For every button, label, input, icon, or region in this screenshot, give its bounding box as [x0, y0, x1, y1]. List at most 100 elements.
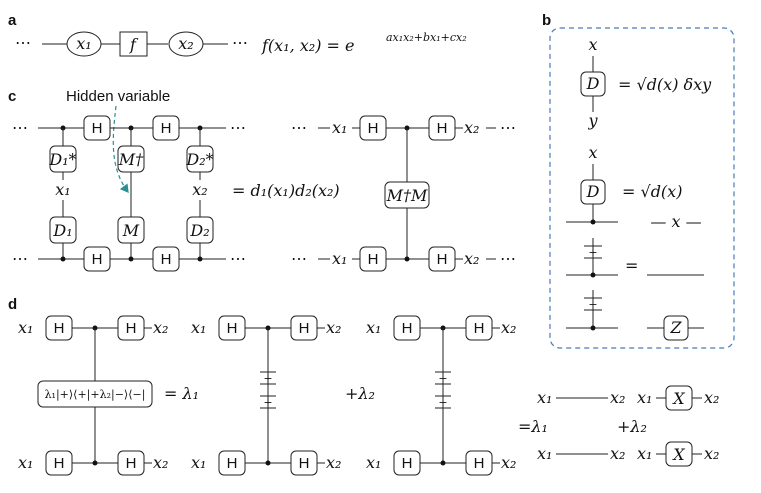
c-H-top-1-label: H — [92, 120, 103, 137]
d-r-x2-top-2: x₂ — [704, 388, 719, 407]
panel-label-a: a — [8, 12, 17, 29]
d1-x1-top: x₁ — [18, 318, 33, 337]
d-r-x2-bottom: x₂ — [610, 444, 625, 463]
c2-H-bottom-2-label: H — [437, 251, 448, 268]
b-row-3: + = — [566, 238, 704, 278]
factor-f-label: f — [129, 35, 139, 54]
circuit-c-left: ⋯ ⋯ H H D₁* M† D₂* x₁ x₂ D₁ M D₂ — [12, 115, 246, 272]
c-dots-br: ⋯ — [230, 249, 246, 268]
c-H-top-2 — [152, 115, 180, 141]
d-r-x1-bottom: x₁ — [537, 444, 552, 463]
c-H-bottom-2 — [152, 246, 180, 272]
d3-H-top-2-label: H — [474, 320, 485, 337]
b1-D-label: D — [586, 74, 600, 93]
b-row-2: x D = √d(x) — x — — [566, 143, 702, 231]
hidden-variable-note: Hidden variable — [66, 88, 170, 105]
d-X-gate-top-label: X — [671, 389, 685, 408]
d-result: x₁ x₂ x₁ X x₂ =λ₁ +λ₂ x₁ x₂ x₁ X x₂ — [518, 385, 719, 467]
d1-x1-bottom: x₁ — [18, 453, 33, 472]
c2-H-top-1-label: H — [368, 120, 379, 137]
c-H-bottom-1 — [83, 246, 111, 272]
panel-b-frame — [549, 27, 735, 349]
d-equation-1: = λ₁ — [164, 384, 199, 403]
equation-a-exponent: ax₁x₂+bx₁+cx₂ — [386, 31, 467, 44]
b4-minus-label: − — [588, 298, 597, 311]
d-equation-3: =λ₁ — [518, 417, 548, 436]
d-X-gate-bottom-label: X — [671, 445, 685, 464]
circuit-d-2: x₁ H H x₂ + + x₁ H H x₂ — [191, 315, 341, 476]
c-D1-label: D₁ — [52, 221, 72, 240]
equation-a: f(x₁, x₂) = e — [261, 36, 355, 55]
c2-x2-top: x₂ — [464, 118, 479, 137]
d1-H-bottom-1-label: H — [54, 455, 65, 472]
b2-top-label: x — [588, 143, 597, 162]
d1-x2-bottom: x₂ — [153, 453, 168, 472]
b4-Z-label: Z — [669, 318, 682, 337]
d2-plus-top: + — [263, 372, 272, 385]
d2-H-top-2-label: H — [299, 320, 310, 337]
b1-equation: = √d(x) δxy — [618, 75, 712, 94]
b2-equation: = √d(x) — [622, 182, 682, 201]
panel-label-b: b — [542, 12, 551, 29]
b2-D-label: D — [586, 182, 600, 201]
c-H-top-2-label: H — [161, 120, 172, 137]
dots-right-a: ⋯ — [232, 33, 248, 52]
panel-label-d: d — [8, 296, 17, 313]
dots-left-a: ⋯ — [15, 33, 31, 52]
c2-H-bottom-1-label: H — [368, 251, 379, 268]
c2-MdagM-label: M†M — [386, 186, 428, 205]
b3-plus-label: + — [588, 246, 597, 259]
circuit-c-right: ⋯ x₁ H H x₂ ⋯ M†M ⋯ x₁ H H x₂ ⋯ — [291, 115, 516, 272]
d1-H-top-1-label: H — [54, 320, 65, 337]
c2-H-top-2-label: H — [437, 120, 448, 137]
node-x1-label-a: x₁ — [76, 34, 91, 53]
b-row-4: − Z — [566, 290, 704, 341]
c-D2-label: D₂ — [189, 221, 209, 240]
c2-x1-bottom: x₁ — [332, 249, 347, 268]
hidden-variable-arrow — [112, 105, 129, 193]
c-H-top-1 — [83, 115, 111, 141]
d3-H-bottom-2-label: H — [474, 455, 485, 472]
b-row-1: x D y = √d(x) δxy — [580, 35, 712, 130]
d3-H-bottom-1-label: H — [402, 455, 413, 472]
c2-dots-tl: ⋯ — [291, 118, 307, 137]
d-r-x1-top: x₁ — [537, 388, 552, 407]
c-Mdag-label: M† — [118, 150, 144, 169]
d2-H-bottom-1-label: H — [227, 455, 238, 472]
b3-equals: = — [625, 256, 638, 275]
d3-x1-bottom: x₁ — [366, 453, 381, 472]
d1-x2-top: x₂ — [153, 318, 168, 337]
d1-bell-state-label: λ₁|+⟩⟨+|+λ₂|−⟩⟨−| — [45, 388, 146, 402]
d2-x1-top: x₁ — [191, 318, 206, 337]
d2-x1-bottom: x₁ — [191, 453, 206, 472]
c2-dots-br: ⋯ — [500, 249, 516, 268]
circuit-d-1: x₁ H H x₂ λ₁|+⟩⟨+|+λ₂|−⟩⟨−| x₁ H H x₂ — [18, 315, 168, 476]
d-r-x1-bottom-2: x₁ — [637, 444, 652, 463]
d-equation-2: +λ₂ — [345, 384, 375, 403]
d1-H-top-2-label: H — [126, 320, 137, 337]
d3-x2-bottom: x₂ — [501, 453, 516, 472]
factor-graph-a: ⋯ x₁ f x₂ ⋯ — [15, 31, 248, 57]
c-dots-tl: ⋯ — [12, 118, 28, 137]
b1-bottom-label: y — [587, 111, 598, 130]
d2-plus-bottom: + — [263, 396, 272, 409]
d2-H-bottom-2-label: H — [299, 455, 310, 472]
c-D1star-label: D₁* — [48, 150, 76, 169]
circuit-d-3: x₁ H H x₂ − − x₁ H H x₂ — [366, 315, 516, 476]
d-r-x1-top-2: x₁ — [637, 388, 652, 407]
d2-x2-top: x₂ — [326, 318, 341, 337]
d3-x1-top: x₁ — [366, 318, 381, 337]
d3-H-top-1-label: H — [402, 320, 413, 337]
d2-H-top-1-label: H — [227, 320, 238, 337]
d3-minus-top: − — [438, 372, 447, 385]
c2-dots-bl: ⋯ — [291, 249, 307, 268]
d2-x2-bottom: x₂ — [326, 453, 341, 472]
c-H-bottom-1-label: H — [92, 251, 103, 268]
c-x2-label: x₂ — [192, 180, 207, 199]
c-dots-tr: ⋯ — [230, 118, 246, 137]
c2-x1-top: x₁ — [332, 118, 347, 137]
d1-H-bottom-2-label: H — [126, 455, 137, 472]
d-r-x2-bottom-2: x₂ — [704, 444, 719, 463]
d3-minus-bottom: − — [438, 396, 447, 409]
